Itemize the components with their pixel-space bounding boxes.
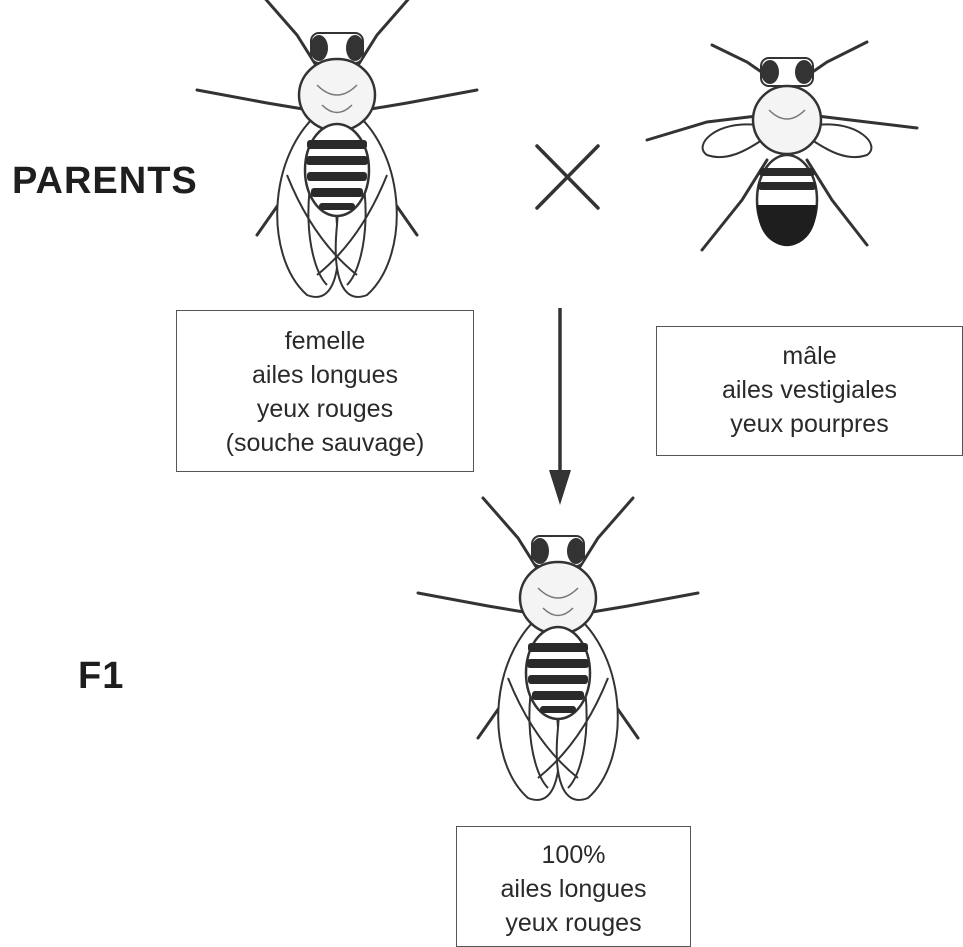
male-wings-text: ailes vestigiales <box>657 373 962 407</box>
female-strain-text: (souche sauvage) <box>177 426 473 460</box>
female-eyes-text: yeux rouges <box>177 392 473 426</box>
f1-description-box: 100% ailes longues yeux rouges <box>456 826 691 947</box>
female-description-box: femelle ailes longues yeux rouges (souch… <box>176 310 474 472</box>
male-description-box: mâle ailes vestigiales yeux pourpres <box>656 326 963 456</box>
f1-eyes-text: yeux rouges <box>457 906 690 940</box>
down-arrow-icon <box>549 308 571 505</box>
cross-sign-icon <box>537 146 598 208</box>
male-eyes-text: yeux pourpres <box>657 407 962 441</box>
male-sex-text: mâle <box>657 339 962 373</box>
f1-label: F1 <box>78 655 124 698</box>
f1-percent-text: 100% <box>457 838 690 872</box>
female-fly-icon <box>197 0 477 297</box>
male-fly-icon <box>647 42 917 250</box>
female-wings-text: ailes longues <box>177 358 473 392</box>
female-sex-text: femelle <box>177 324 473 358</box>
parents-label: PARENTS <box>12 160 198 203</box>
f1-wings-text: ailes longues <box>457 872 690 906</box>
f1-fly-icon <box>418 498 698 800</box>
